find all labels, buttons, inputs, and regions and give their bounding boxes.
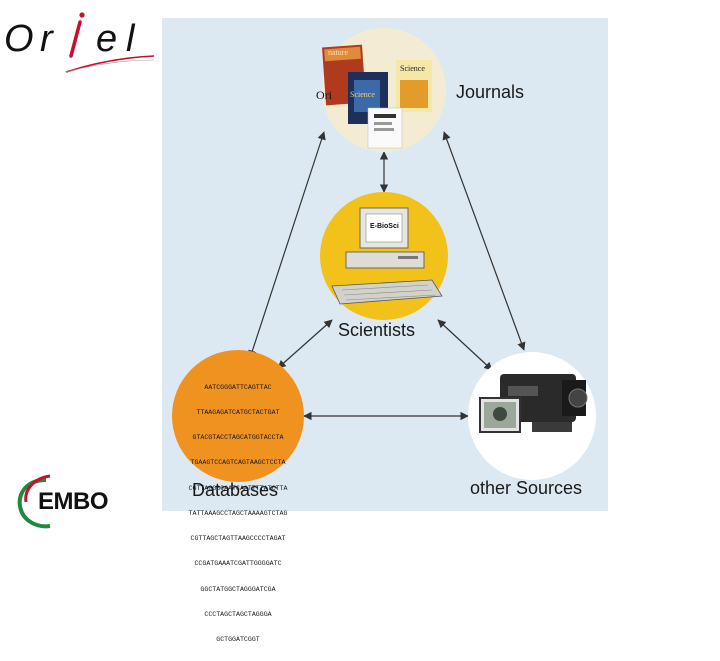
embo-logo-mark bbox=[17, 474, 51, 529]
databases-circle bbox=[172, 350, 304, 482]
arrow-scientists-other-sources bbox=[437, 319, 493, 371]
diagram-svg bbox=[172, 28, 596, 482]
computer-image bbox=[331, 207, 443, 305]
journal-cover-title: nature bbox=[328, 48, 348, 57]
oriel-logo-letter: e bbox=[96, 18, 120, 60]
embo-logo: EMBO bbox=[16, 472, 116, 532]
oriel-logo: O r e l bbox=[0, 4, 160, 74]
journals-label: Journals bbox=[456, 82, 525, 102]
dna-sequence: AATCGGGATTCAGTTAC TTAAGAGATCATGCTACTGAT … bbox=[176, 367, 300, 661]
dna-sequence-line: GGCTATGGCTAGGGATCGA bbox=[200, 585, 276, 593]
dna-sequence-line: TGAAGTCCAGTCAGTAAGCTCCTA bbox=[190, 459, 286, 467]
journal-covers-image bbox=[322, 44, 432, 149]
arrow-journals-other-sources bbox=[442, 131, 526, 351]
diagram-panel: Journals Scientists Databases other Sour… bbox=[162, 18, 608, 643]
camcorder-image bbox=[479, 374, 588, 433]
dna-sequence-line: GTACGTACCTAGCATGGTACCTA bbox=[192, 434, 284, 442]
dna-sequence-line: GCTGGATCGGT bbox=[216, 636, 260, 643]
dna-sequence-line: CGTTAGGGCAATCAATTTTATCTTA bbox=[188, 484, 288, 492]
dna-sequence-line: CCCTAGCTAGCTAGGGA bbox=[204, 610, 272, 618]
oriel-logo-letter: r bbox=[40, 18, 55, 60]
dna-sequence-line: TTAAGAGATCATGCTACTGAT bbox=[196, 409, 280, 417]
oriel-logo-mark bbox=[65, 12, 155, 73]
embo-logo-text: EMBO bbox=[38, 488, 109, 515]
computer-screen-text: E-BioSci bbox=[370, 223, 399, 230]
dna-sequence-line: AATCGGGATTCAGTTAC bbox=[204, 383, 272, 391]
scientists-label: Scientists bbox=[338, 320, 416, 340]
journal-cover-title: Science bbox=[350, 90, 375, 99]
arrow-scientists-databases bbox=[277, 319, 333, 369]
journal-cover-title: Science bbox=[400, 64, 425, 73]
dna-sequence-line: CCGATGAAATCGATTGGGGATC bbox=[194, 560, 282, 568]
arrow-journals-databases bbox=[248, 131, 326, 359]
dna-sequence-line: CGTTAGCTAGTTAAGCCCCTAGAT bbox=[190, 535, 286, 543]
dna-sequence-line: TATTAAAGCCTAGCTAAAAGTCTAG bbox=[188, 509, 288, 517]
oriel-logo-letter: O bbox=[4, 18, 36, 60]
other-sources-label: other Sources bbox=[470, 478, 583, 498]
databases-label: Databases bbox=[192, 480, 279, 500]
journals-overlay-text: Ori bbox=[316, 88, 332, 102]
oriel-logo-letter: l bbox=[126, 18, 137, 60]
